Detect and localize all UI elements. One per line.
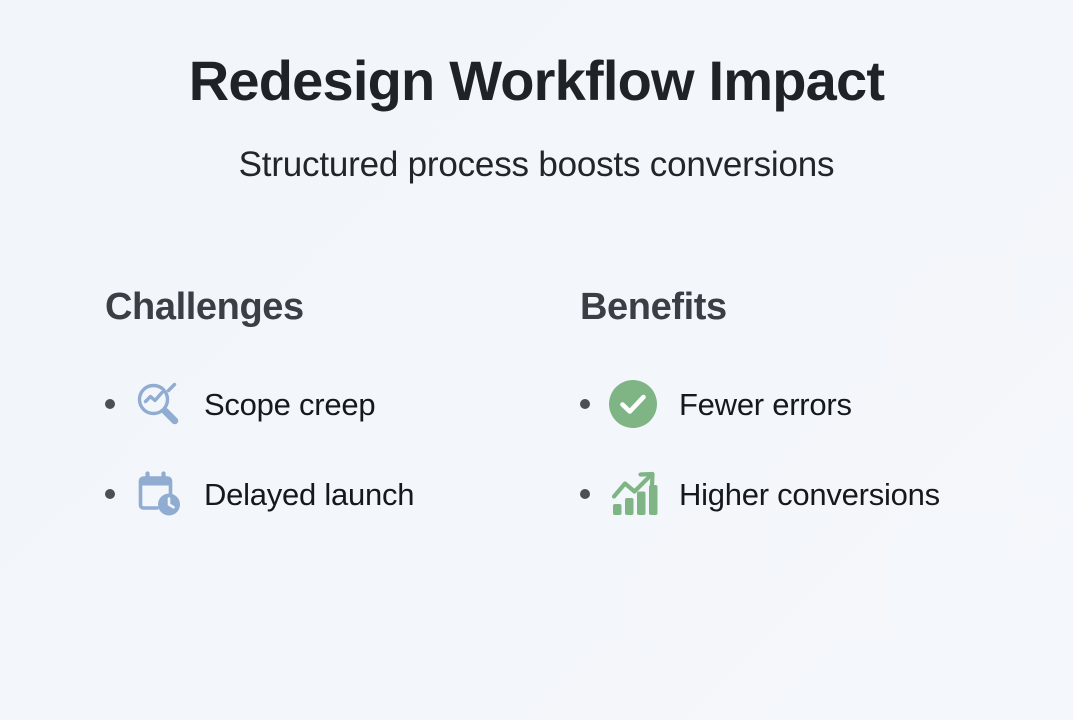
page-title: Redesign Workflow Impact (188, 49, 885, 112)
column-heading-benefits: Benefits (580, 286, 727, 328)
benefits-list: Fewer errors (580, 378, 1040, 520)
list-item-label: Delayed launch (204, 476, 415, 512)
page-subtitle: Structured process boosts conversions (238, 145, 835, 184)
column-heading-challenges: Challenges (105, 286, 304, 328)
header: Redesign Workflow Impact Structured proc… (0, 49, 1073, 184)
magnifier-chart-icon (132, 378, 184, 430)
list-item: Scope creep (105, 378, 545, 430)
challenges-list: Scope creep (105, 378, 545, 520)
bar-chart-up-icon (607, 468, 659, 520)
list-item-label: Fewer errors (679, 386, 852, 422)
list-item: Higher conversions (580, 468, 1040, 520)
column-challenges: Challenges (105, 288, 545, 520)
column-benefits: Benefits Fewer errors (580, 288, 1040, 520)
bullet-dot-icon (105, 399, 115, 409)
list-item: Delayed launch (105, 468, 545, 520)
calendar-clock-icon (132, 468, 184, 520)
list-item-label: Scope creep (204, 386, 376, 422)
list-item: Fewer errors (580, 378, 1040, 430)
check-circle-icon (607, 378, 659, 430)
list-item-label: Higher conversions (679, 476, 940, 512)
bullet-dot-icon (580, 489, 590, 499)
bullet-dot-icon (580, 399, 590, 409)
bullet-dot-icon (105, 489, 115, 499)
comparison-columns: Challenges (0, 288, 1073, 588)
